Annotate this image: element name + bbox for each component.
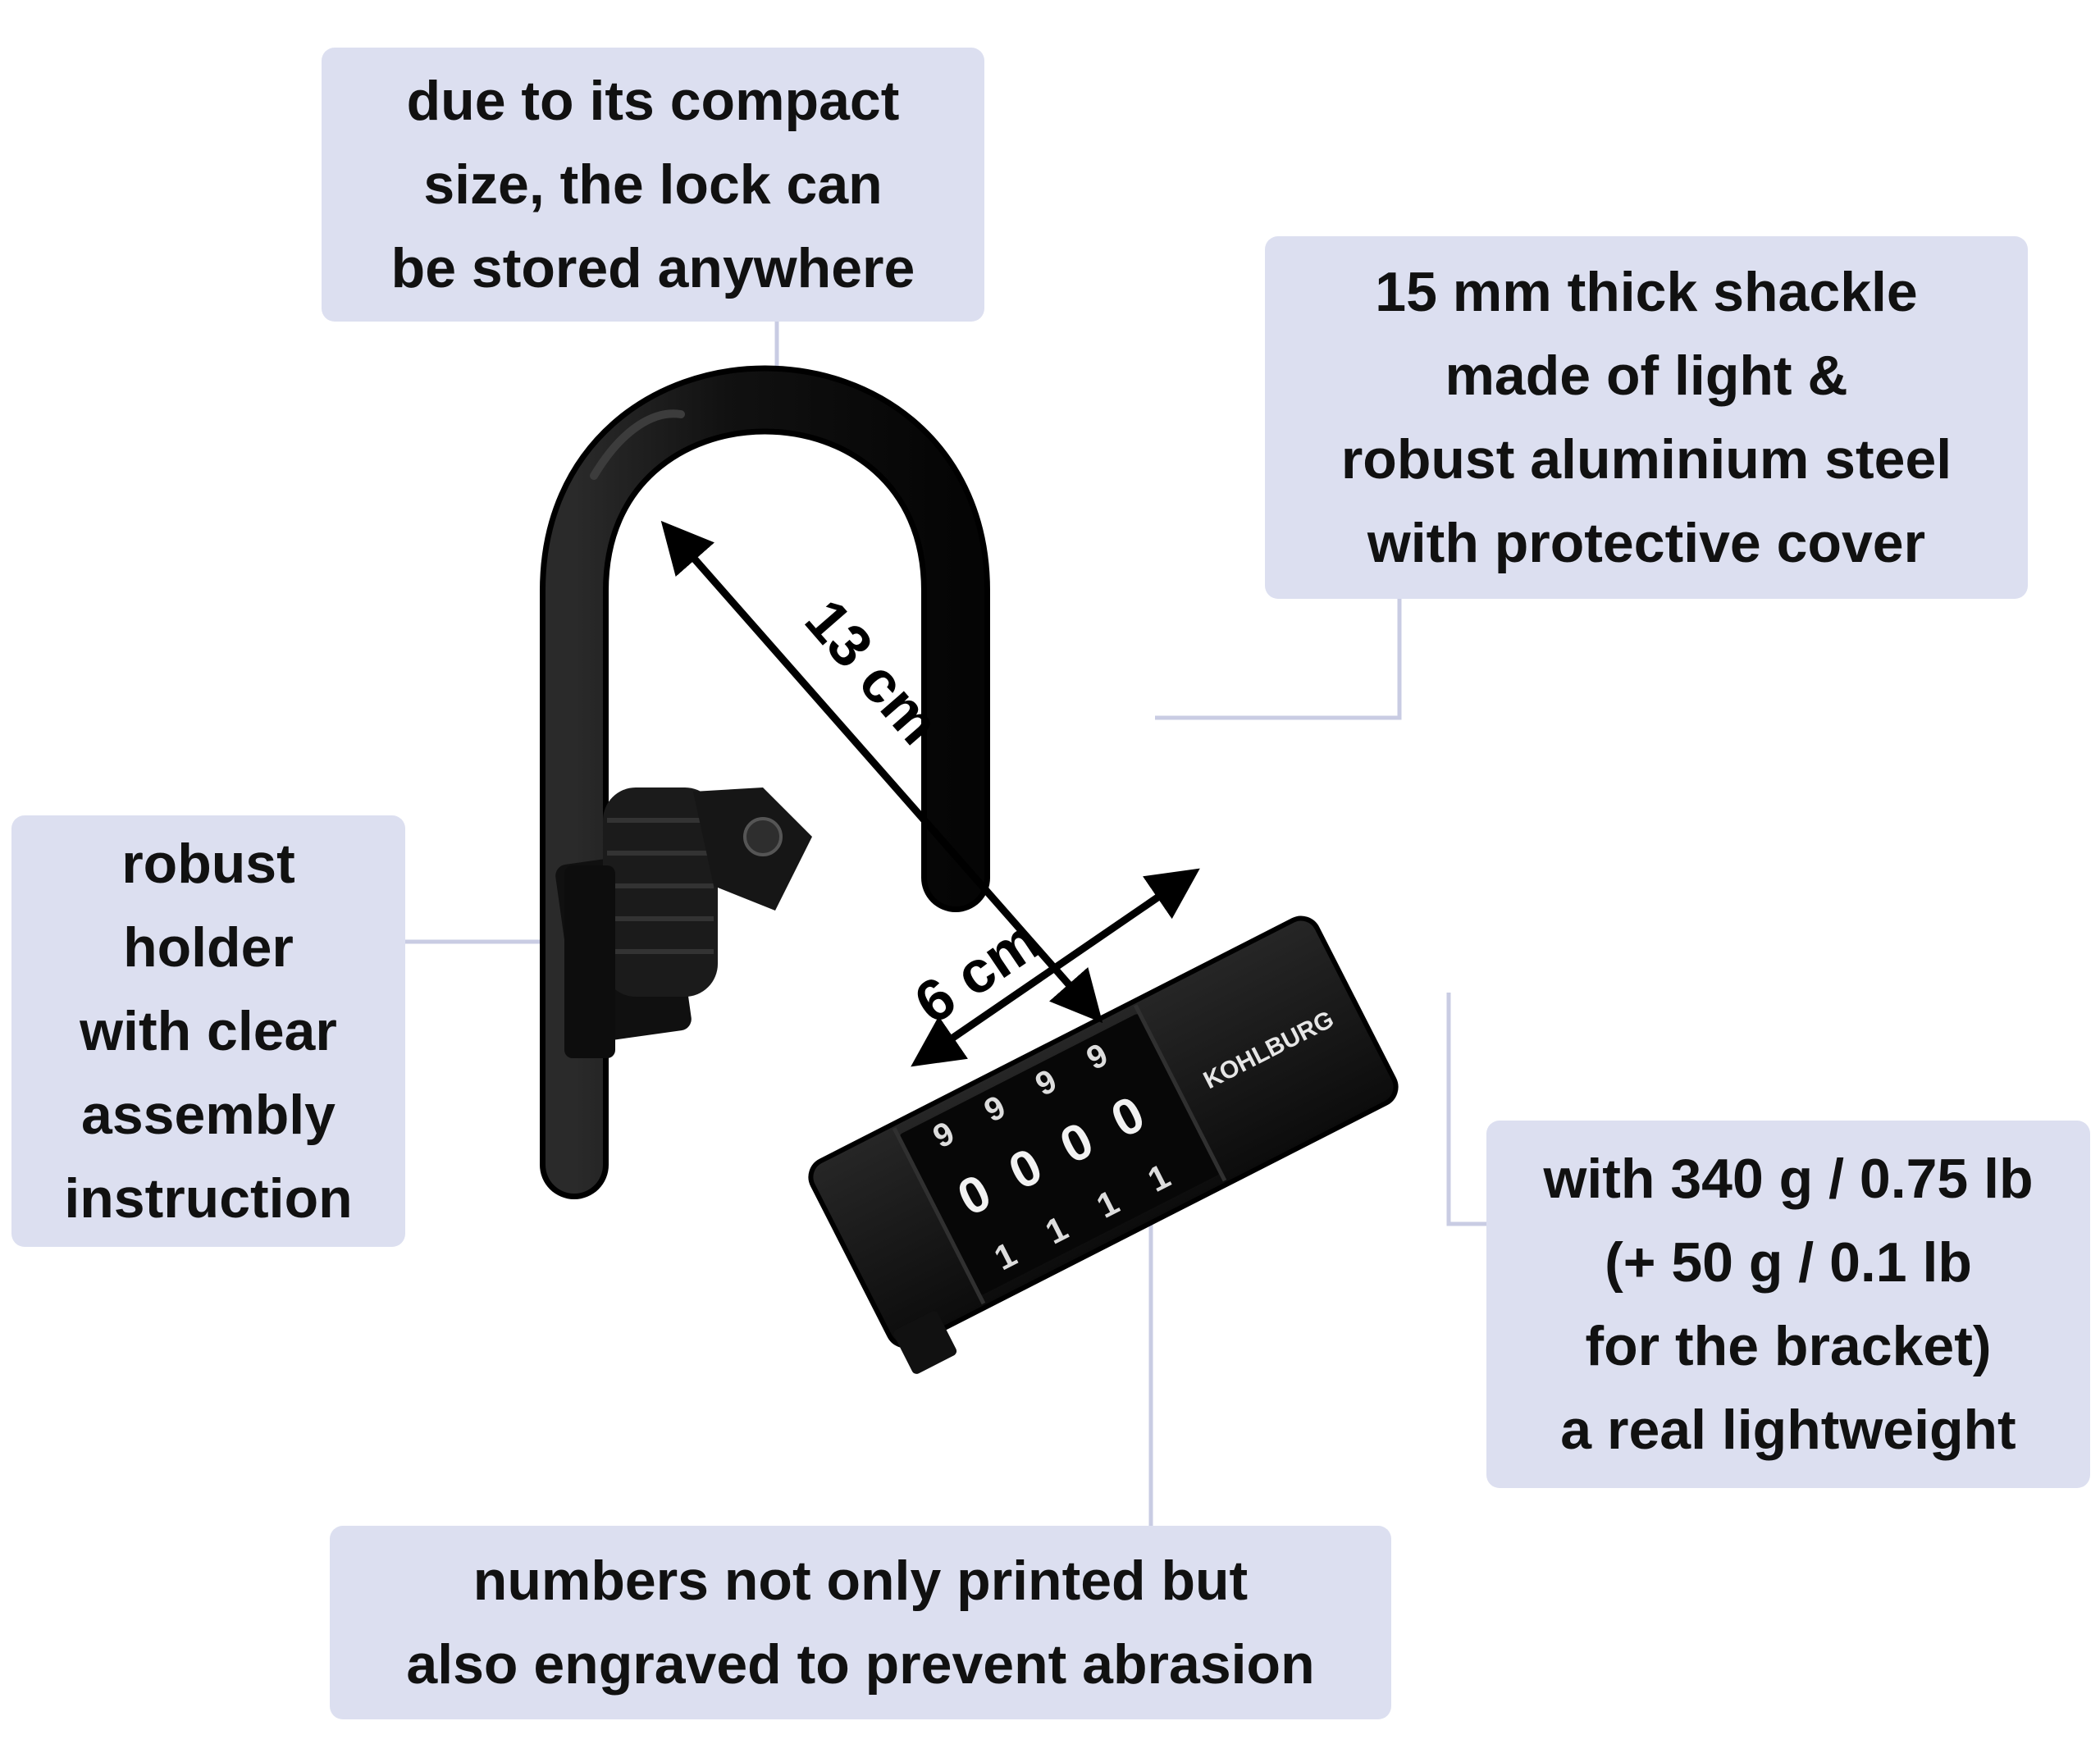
leader-weight	[1446, 993, 1486, 1226]
callout-line: also engraved to prevent abrasion	[406, 1633, 1315, 1696]
callout-line: a real lightweight	[1560, 1399, 2016, 1461]
callout-line: due to its compact	[406, 70, 900, 132]
callout-line: assembly	[81, 1084, 336, 1146]
callout-line: robust	[121, 833, 295, 895]
callout-line: with protective cover	[1367, 512, 1926, 574]
callout-compact-size: due to its compact size, the lock can be…	[322, 48, 984, 322]
callout-line: instruction	[64, 1167, 353, 1230]
shackle	[540, 365, 990, 1199]
callout-line: holder	[123, 916, 294, 979]
leader-shackle	[1155, 599, 1402, 720]
callout-weight: with 340 g / 0.75 lb (+ 50 g / 0.1 lb fo…	[1486, 1121, 2090, 1488]
callout-line: 15 mm thick shackle	[1375, 261, 1918, 323]
callout-line: (+ 50 g / 0.1 lb	[1605, 1231, 1972, 1294]
callout-line: with clear	[80, 1000, 337, 1062]
callout-shackle: 15 mm thick shackle made of light & robu…	[1265, 236, 2028, 599]
callout-engraved-numbers: numbers not only printed but also engrav…	[330, 1526, 1391, 1719]
leader-lines	[405, 322, 1486, 1526]
callout-line: for the bracket)	[1585, 1315, 1992, 1377]
callout-line: made of light &	[1445, 345, 1848, 407]
callout-line: be stored anywhere	[390, 237, 915, 299]
callout-line: size, the lock can	[423, 153, 883, 216]
callout-line: with 340 g / 0.75 lb	[1543, 1148, 2034, 1210]
callout-line: robust aluminium steel	[1340, 428, 1952, 491]
width-arrow	[911, 868, 1200, 1067]
callout-line: numbers not only printed but	[472, 1550, 1249, 1612]
callout-holder: robust holder with clear assembly instru…	[11, 815, 405, 1247]
lock-body: KOHLBURG 9 9 9 9 0 0 0 0 1 1 1 1	[808, 915, 1399, 1374]
